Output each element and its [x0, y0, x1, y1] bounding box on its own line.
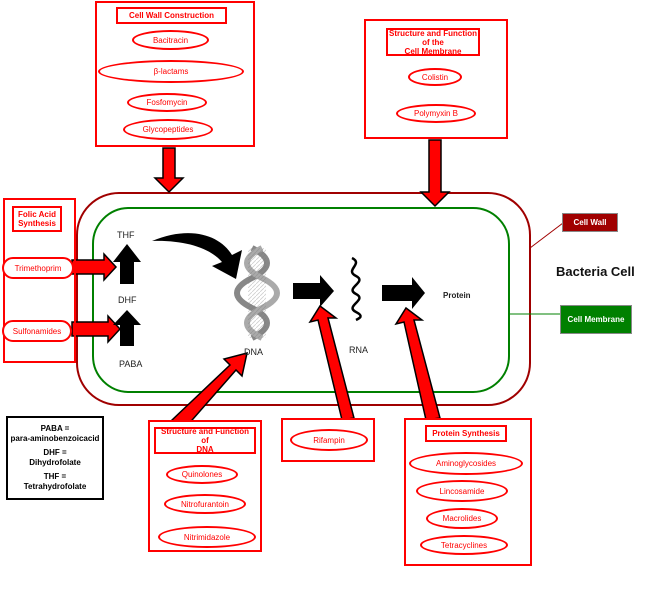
drug-tetracyclines[interactable]: Tetracyclines: [420, 535, 508, 555]
thf-label: THF: [117, 230, 135, 240]
cell-membrane-title: Structure and Function of the Cell Membr…: [386, 28, 480, 56]
drug-colistin[interactable]: Colistin: [408, 68, 462, 86]
cell-wall-construction-title: Cell Wall Construction: [116, 7, 227, 24]
sulfonamides-arrow: [71, 314, 122, 344]
legend-dhf-full: Dihydrofolate: [29, 458, 81, 467]
dna-helix-icon: [234, 245, 280, 341]
abbreviation-legend: PABA = para-aminobenzoicacid DHF = Dihyd…: [6, 416, 104, 500]
legend-paba-abbr: PABA =: [40, 424, 70, 433]
thf-to-dna-curved-arrow: [152, 233, 242, 279]
drug-nitrofurantoin[interactable]: Nitrofurantoin: [164, 494, 246, 514]
protein-inhibit-arrow: [394, 306, 441, 421]
cell-membrane-tag: Cell Membrane: [560, 305, 632, 334]
drug-sulfonamides[interactable]: Sulfonamides: [2, 320, 72, 342]
dhf-label: DHF: [118, 295, 137, 305]
legend-thf-full: Tetrahydrofolate: [23, 482, 87, 491]
dna-structure-title: Structure and Function of DNA: [154, 427, 256, 454]
drug-fosfomycin[interactable]: Fosfomycin: [127, 93, 207, 112]
protein-label: Protein: [443, 291, 471, 300]
cell-wall-inhibit-arrow: [153, 147, 185, 194]
drug-nitrimidazole[interactable]: Nitrimidazole: [158, 526, 256, 548]
drug-trimethoprim[interactable]: Trimethoprim: [2, 257, 74, 279]
legend-thf-abbr: THF =: [43, 472, 67, 481]
folic-acid-synthesis-group: [3, 198, 76, 363]
paba-to-dhf-arrow: [113, 310, 141, 346]
drug-bacitracin[interactable]: Bacitracin: [132, 30, 209, 50]
cell-wall-tag: Cell Wall: [562, 213, 618, 232]
drug-macrolides[interactable]: Macrolides: [426, 508, 498, 529]
trimethoprim-arrow: [71, 252, 118, 282]
drug-quinolones[interactable]: Quinolones: [166, 465, 238, 484]
dna-label: DNA: [244, 347, 264, 357]
folic-acid-synthesis-title: Folic Acid Synthesis: [12, 206, 62, 232]
bacteria-cell-title: Bacteria Cell: [556, 264, 635, 279]
drug-rifampin[interactable]: Rifampin: [290, 429, 368, 451]
rifampin-arrow: [308, 304, 355, 421]
drug-polymyxin-b[interactable]: Polymyxin B: [396, 104, 476, 123]
legend-paba-full: para-aminobenzoicacid: [10, 434, 100, 443]
dhf-to-thf-arrow: [113, 244, 141, 284]
membrane-inhibit-arrow: [419, 139, 451, 208]
dna-inhibit-arrow: [170, 351, 248, 428]
protein-synthesis-title: Protein Synthesis: [425, 425, 507, 442]
cell-membrane-outline: [92, 207, 510, 393]
drug-aminoglycosides[interactable]: Aminoglycosides: [409, 452, 523, 475]
paba-label: PABA: [119, 359, 143, 369]
rna-label: RNA: [349, 345, 369, 355]
dna-to-rna-arrow: [293, 275, 334, 307]
drug-glycopeptides[interactable]: Glycopeptides: [123, 119, 213, 140]
cell-wall-outline: [76, 192, 531, 406]
cell-wall-connector: [529, 222, 564, 249]
drug-beta-lactams[interactable]: β-lactams: [98, 60, 244, 83]
legend-dhf-abbr: DHF =: [43, 448, 67, 457]
drug-lincosamide[interactable]: Lincosamide: [416, 480, 508, 502]
rna-to-protein-arrow: [382, 277, 425, 309]
rna-strand-icon: [350, 256, 362, 322]
